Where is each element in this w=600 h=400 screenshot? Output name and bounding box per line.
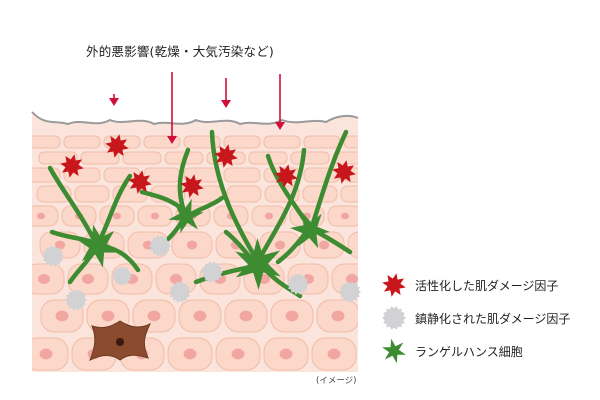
- cell-nucleus: [39, 348, 53, 360]
- activated-damage-factor: [274, 164, 298, 188]
- cell-nucleus: [318, 240, 330, 250]
- external-influence-arrows: [109, 72, 285, 144]
- gray-spiky-circle-icon: [382, 306, 406, 330]
- cell-nucleus: [186, 240, 198, 250]
- skin-surface-line: [31, 111, 359, 126]
- langerhans-cell-body: [235, 238, 281, 290]
- skin-cell: [80, 151, 120, 165]
- cell-nucleus: [38, 274, 50, 284]
- cell-nucleus: [37, 212, 45, 220]
- skin-cell: [226, 185, 262, 203]
- cell-nucleus: [341, 212, 349, 220]
- legend-label: ランゲルハンス細胞: [415, 345, 523, 359]
- skin-cell: [32, 135, 61, 149]
- arrow-head: [221, 100, 231, 108]
- activated-damage-factor: [214, 144, 238, 168]
- cell-nucleus: [113, 212, 121, 220]
- calmed-damage-factor: [201, 261, 223, 283]
- activated-damage-factor: [180, 174, 204, 198]
- calmed-damage-factor: [112, 266, 132, 286]
- skin-cell: [223, 135, 261, 149]
- skin-cell: [143, 167, 181, 183]
- skin-cell: [223, 167, 261, 183]
- skin-cell: [366, 206, 400, 226]
- cell-nucleus: [274, 240, 286, 250]
- skin-cell: [340, 185, 358, 203]
- skin-cell: [122, 151, 162, 165]
- skin-cell: [74, 185, 110, 203]
- cell-nucleus: [265, 212, 273, 220]
- cell-nucleus: [170, 274, 182, 284]
- melanocyte-cell: [89, 320, 152, 362]
- skin-cell: [263, 135, 301, 149]
- cell-nucleus: [346, 274, 358, 284]
- langerhans-dendrite: [97, 173, 133, 243]
- image-caption: (イメージ): [316, 376, 357, 386]
- calmed-damage-factor: [287, 273, 309, 295]
- activated-damage-factor: [60, 154, 84, 178]
- skin-cell: [347, 231, 358, 259]
- arrow-head: [109, 98, 119, 106]
- cell-nucleus: [327, 348, 341, 360]
- activated-damage-factor: [105, 134, 129, 158]
- calmed-damage-factor-group: [42, 235, 361, 311]
- cell-nucleus: [231, 348, 245, 360]
- langerhans-cell-body: [168, 198, 204, 234]
- cell-nucleus: [147, 310, 161, 322]
- skin-cell: [343, 135, 358, 149]
- cell-nucleus: [151, 212, 159, 220]
- langerhans-dendrite: [257, 147, 307, 261]
- skin-cell: [63, 135, 101, 149]
- cell-nucleus: [279, 348, 293, 360]
- langerhans-cell-body: [77, 224, 119, 268]
- red-star-icon: [382, 273, 406, 297]
- cell-nucleus: [82, 274, 94, 284]
- calmed-damage-factor: [169, 281, 191, 303]
- diagram-title: 外的悪影響(乾燥・大気汚染など): [86, 44, 274, 59]
- legend-label: 鎮静化された肌ダメージ因子: [415, 312, 571, 326]
- arrow-head: [167, 136, 177, 144]
- cell-nucleus: [331, 310, 345, 322]
- cell-nucleus: [55, 310, 69, 322]
- activated-damage-factor-group: [60, 134, 356, 198]
- skin-cell: [303, 135, 341, 149]
- cell-nucleus: [183, 348, 197, 360]
- calmed-damage-factor: [65, 289, 87, 311]
- cell-nucleus: [285, 310, 299, 322]
- langerhans-cell-body: [290, 211, 330, 249]
- calmed-damage-factor: [42, 245, 64, 267]
- langerhans-dendrite: [47, 165, 98, 245]
- activated-damage-factor: [332, 160, 356, 184]
- langerhans-dendrite: [309, 129, 349, 229]
- langerhans-dendrite: [209, 129, 261, 265]
- skin-cell: [290, 151, 330, 165]
- cell-nucleus: [379, 213, 387, 220]
- cell-nucleus: [101, 310, 115, 322]
- cell-nucleus: [239, 310, 253, 322]
- legend-label: 活性化した肌ダメージ因子: [415, 279, 559, 293]
- calmed-damage-factor: [149, 235, 171, 257]
- arrow-head: [275, 122, 285, 130]
- cell-nucleus: [193, 310, 207, 322]
- green-star-icon: [382, 338, 406, 364]
- calmed-damage-factor: [339, 281, 361, 303]
- activated-damage-factor: [128, 170, 152, 194]
- cell-nucleus: [54, 240, 66, 250]
- langerhans-cell-group: [47, 129, 353, 299]
- cell-nucleus: [363, 241, 373, 250]
